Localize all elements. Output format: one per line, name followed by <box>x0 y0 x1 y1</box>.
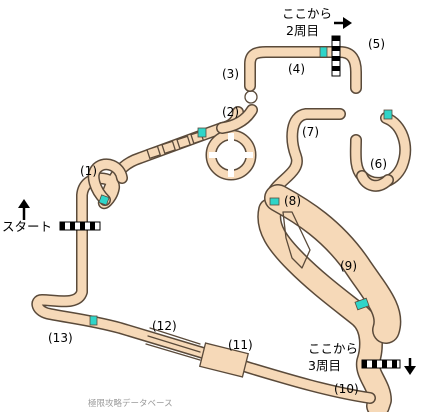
lap3-note-line2: 3周目 <box>308 358 341 373</box>
section-label-6: (6) <box>370 157 387 171</box>
section-label-8: (8) <box>284 194 301 208</box>
up-arrow-icon <box>18 199 30 220</box>
track-segment-10-to-start <box>31 224 376 404</box>
section-label-9: (9) <box>340 259 357 273</box>
section-label-3: (3) <box>222 67 239 81</box>
start-label: スタート <box>2 219 52 234</box>
lap3-note-line1: ここから <box>308 341 358 356</box>
track-segment-3-to-5 <box>244 46 362 94</box>
section-label-2: (2) <box>222 105 239 119</box>
section-label-5: (5) <box>368 37 385 51</box>
credit-watermark: 極限攻略データベース <box>88 398 173 409</box>
lap2-note-line2: 2周目 <box>286 23 319 38</box>
track-segment-7-to-10 <box>257 108 402 412</box>
lap2-note-line1: ここから <box>282 6 332 21</box>
down-arrow-icon <box>404 358 416 375</box>
section-label-4: (4) <box>288 62 305 76</box>
section-label-11: (11) <box>228 338 253 352</box>
section-label-1: (1) <box>80 164 97 178</box>
section-label-10: (10) <box>334 382 359 396</box>
checkered-flag-icon <box>331 35 341 77</box>
section-label-7: (7) <box>302 125 319 139</box>
track <box>31 46 412 412</box>
track-jump-dot <box>244 90 258 104</box>
checkpoints <box>89 46 393 326</box>
checkered-flag-icon <box>59 221 101 231</box>
checkered-flag-icon <box>361 359 401 369</box>
right-arrow-icon <box>334 17 352 29</box>
section-label-13: (13) <box>48 331 73 345</box>
track-segment-6 <box>349 112 412 192</box>
section-label-12: (12) <box>152 319 177 333</box>
